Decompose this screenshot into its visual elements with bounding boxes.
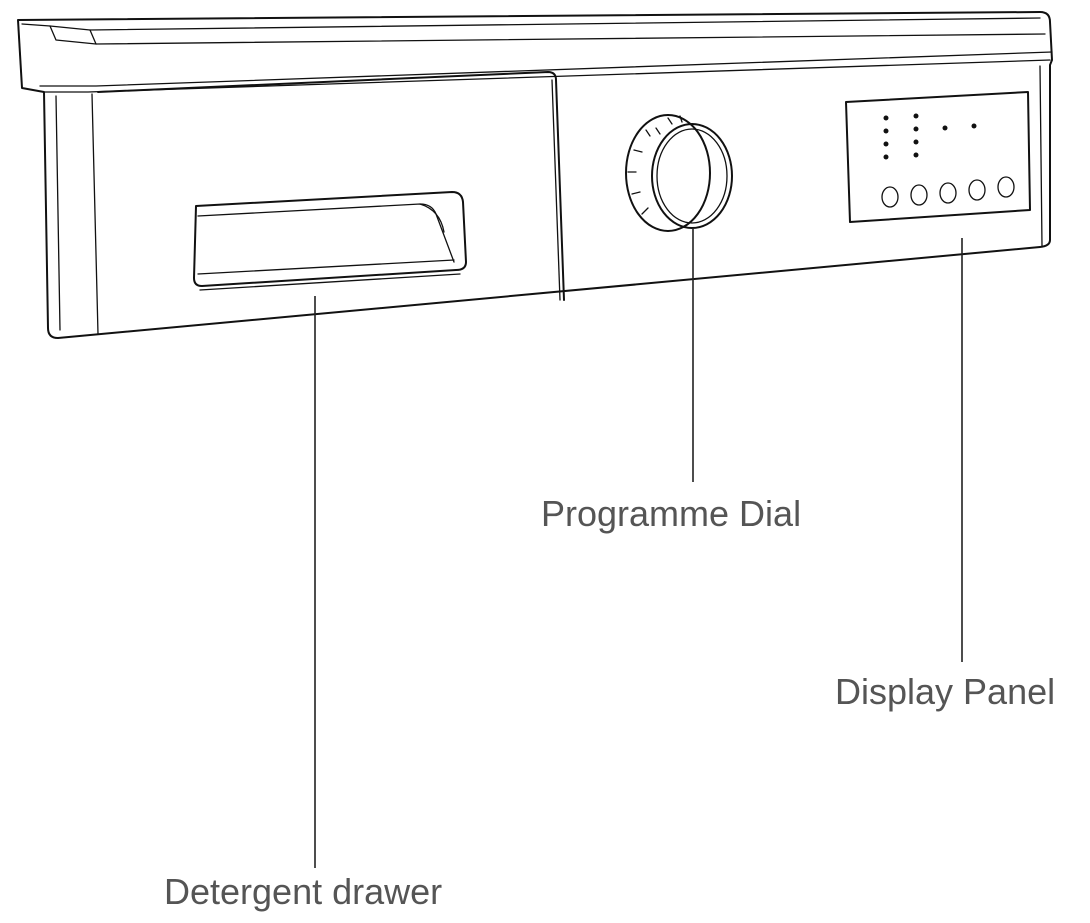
control-panel-housing — [17, 11, 1053, 339]
programme-dial-label: Programme Dial — [541, 493, 802, 534]
display-panel-label: Display Panel — [835, 671, 1056, 712]
detergent-drawer-label: Detergent drawer — [164, 871, 443, 912]
programme-dial — [625, 114, 733, 232]
indicator-lights — [883, 113, 977, 160]
panel-buttons — [881, 176, 1015, 208]
display-panel — [845, 91, 1031, 223]
detergent-drawer — [97, 71, 565, 301]
